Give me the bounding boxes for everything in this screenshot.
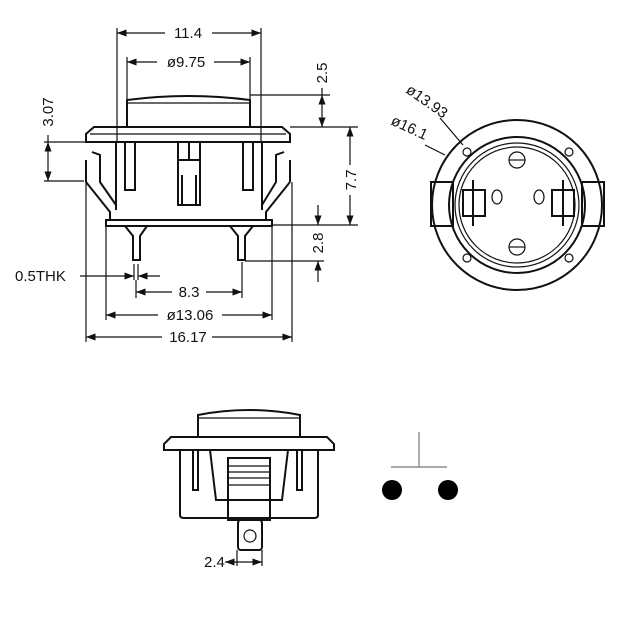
left-clip (85, 151, 117, 220)
terminal-left (124, 225, 148, 261)
dim-16-17: 16.17 (169, 329, 207, 346)
dim-2-4: 2.4 (204, 554, 225, 571)
dim-2-8: 2.8 (310, 233, 327, 254)
tab-left (430, 181, 454, 227)
dim-7-7: 7.7 (343, 170, 360, 191)
center-actuator (177, 142, 201, 206)
right-clip (261, 151, 291, 220)
dim-2-5: 2.5 (314, 63, 331, 84)
contact-left (382, 480, 402, 500)
dim-13-93: ø13.93 (403, 81, 451, 122)
dim-9-75: ø9.75 (167, 54, 205, 71)
dim-0-5thk: 0.5THK (15, 268, 66, 285)
front-view (85, 95, 291, 261)
front-dimensions: 11.4 ø9.75 2.5 7.7 3.07 2.8 0.5THK 8.3 ø… (15, 25, 360, 346)
contact-right (438, 480, 458, 500)
side-terminal (237, 519, 263, 551)
body (115, 142, 263, 210)
cap (126, 95, 251, 127)
dim-8-3: 8.3 (179, 284, 200, 301)
switch-symbol (382, 432, 458, 500)
side-view: 2.4 (163, 409, 335, 571)
side-flange (163, 436, 335, 451)
posts (124, 142, 254, 191)
top-view: ø13.93 ø16.1 (388, 81, 605, 291)
side-body (179, 450, 319, 519)
dim-16-1: ø16.1 (388, 112, 430, 144)
terminal-right (229, 225, 254, 261)
tab-right (581, 181, 605, 227)
inner-circle (448, 136, 586, 274)
side-cap (197, 409, 301, 437)
base-plate (105, 219, 273, 227)
dim-3-07: 3.07 (40, 97, 57, 126)
dim-11-4: 11.4 (174, 25, 202, 42)
outer-circle (431, 119, 603, 291)
dim-13-06: ø13.06 (167, 307, 214, 324)
flange (85, 126, 291, 143)
